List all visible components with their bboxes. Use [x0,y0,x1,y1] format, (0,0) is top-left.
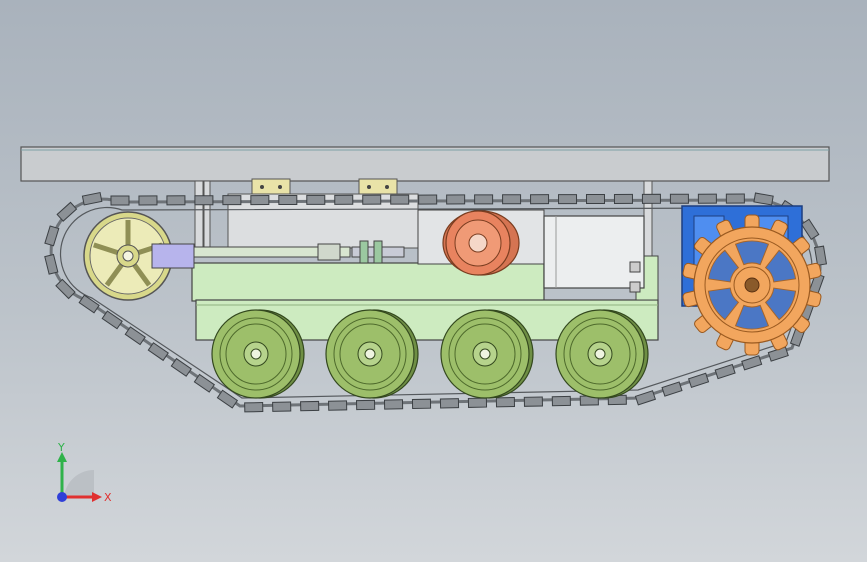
track-link [446,194,466,205]
road-wheels[interactable] [211,309,649,399]
track-link [383,399,404,410]
x-axis-label: X [104,491,112,504]
track-link [44,225,60,247]
track-link [418,194,438,205]
track-link [101,310,123,330]
track-link [551,395,571,407]
track-link [355,399,376,411]
track-link [216,389,239,409]
track-link [250,195,270,206]
track-link [661,381,683,397]
track-link [741,355,763,371]
track-link [124,326,146,346]
track-link [495,397,516,408]
track-link [328,400,348,411]
track-link [138,195,158,206]
track-link [814,245,828,266]
track-link [300,400,320,412]
hinge-bracket-left [251,178,291,196]
track-link [334,194,354,205]
drive-sprocket[interactable] [682,214,822,356]
track-link [502,194,522,205]
track-belt[interactable] [44,191,828,413]
track-link [697,193,717,204]
track-link [411,398,432,410]
track-link [687,372,710,389]
road-wheel-3[interactable] [440,309,534,399]
track-link [439,398,460,409]
track-link [244,402,264,413]
track-link [193,373,216,393]
track-link [585,193,606,205]
track-link [641,193,661,204]
track-link [558,194,578,205]
hinge-bracket-right [358,178,398,196]
track-link [634,390,657,406]
track-link [81,191,103,206]
track-link [166,195,186,206]
pulley[interactable] [442,210,520,276]
idler-arm[interactable] [151,243,195,269]
track-link [474,194,494,205]
track-link [272,401,292,412]
track-link [306,194,326,205]
track-link [78,294,100,314]
idler-wheel[interactable] [83,211,173,301]
track-link [753,192,774,206]
top-plate[interactable] [20,146,830,182]
track-link [110,195,130,206]
track-link [44,253,59,275]
track-link [390,194,410,205]
track-link [170,357,192,377]
track-link [147,342,169,362]
track-link [613,193,633,204]
track-link [467,397,488,408]
track-link [194,195,214,206]
track-link [55,278,76,300]
track-link [530,194,550,205]
road-wheel-4[interactable] [555,309,649,399]
track-link [56,201,78,222]
track-link [800,218,820,241]
road-wheel-1[interactable] [211,309,305,399]
track-link [714,363,736,380]
y-axis-label: Y [57,441,65,454]
track-link [362,194,382,205]
axis-triad: Y X [57,441,112,504]
track-link [278,194,298,206]
track-link [725,193,745,204]
road-wheel-2[interactable] [325,309,419,399]
track-link [523,396,543,407]
track-link [669,193,689,204]
track-link [222,195,242,206]
